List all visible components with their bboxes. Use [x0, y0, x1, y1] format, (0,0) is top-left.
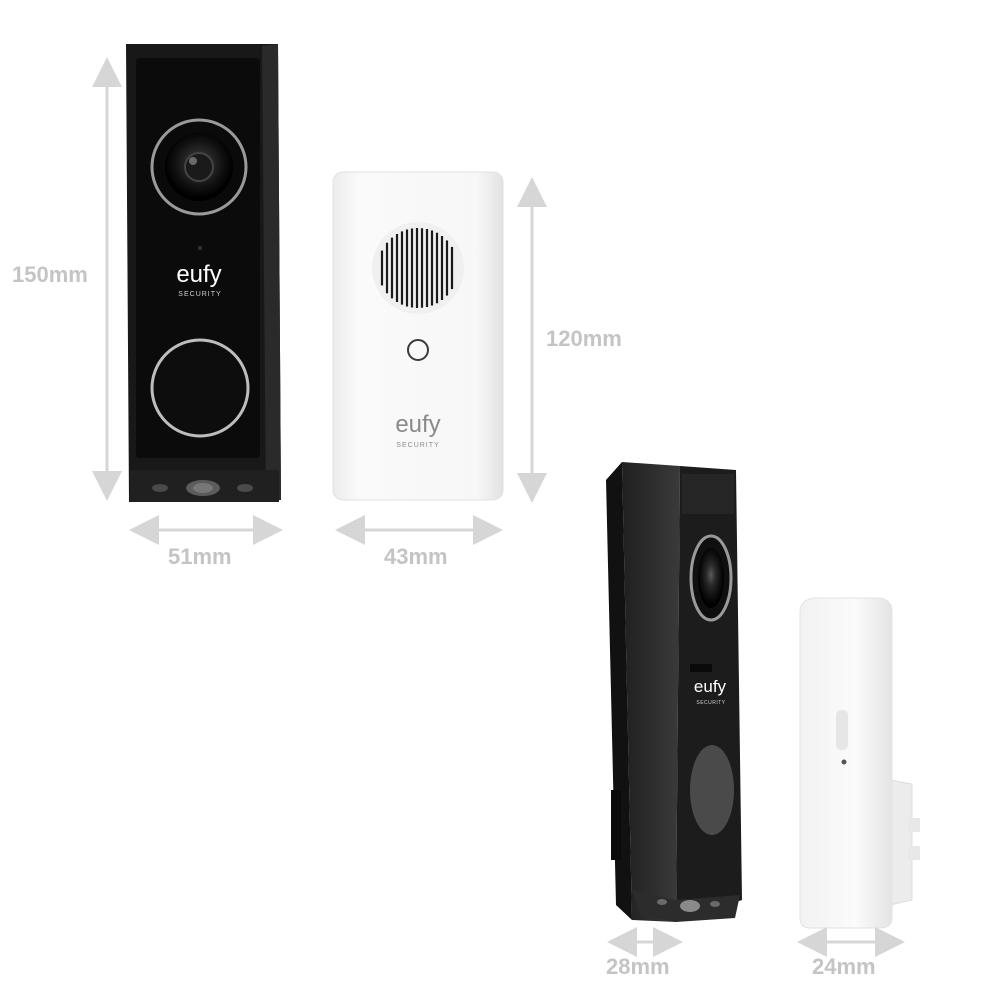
- doorbell-side-logo: eufy SECURITY: [694, 677, 727, 706]
- dimension-arrows: [92, 57, 905, 957]
- logo-text: eufy: [395, 411, 440, 438]
- doorbell-depth-label: 28mm: [606, 954, 670, 979]
- logo-subtext: SECURITY: [696, 700, 725, 706]
- logo-text: eufy: [176, 261, 221, 288]
- chime-side-view: [799, 597, 920, 929]
- chime-width-label: 43mm: [384, 544, 448, 569]
- chime-logo: eufy SECURITY: [395, 411, 440, 449]
- chime-depth-label: 24mm: [812, 954, 876, 979]
- logo-text: eufy: [694, 677, 727, 696]
- chime-height-label: 120mm: [546, 326, 622, 351]
- speaker-grill: [380, 228, 454, 308]
- doorbell-front: [126, 44, 281, 502]
- chime-front: [332, 171, 504, 501]
- doorbell-height-label: 150mm: [12, 262, 88, 287]
- doorbell-side-view: [606, 462, 742, 922]
- logo-subtext: SECURITY: [178, 291, 221, 298]
- doorbell-width-label: 51mm: [168, 544, 232, 569]
- logo-subtext: SECURITY: [396, 442, 439, 449]
- doorbell-logo: eufy SECURITY: [176, 261, 221, 298]
